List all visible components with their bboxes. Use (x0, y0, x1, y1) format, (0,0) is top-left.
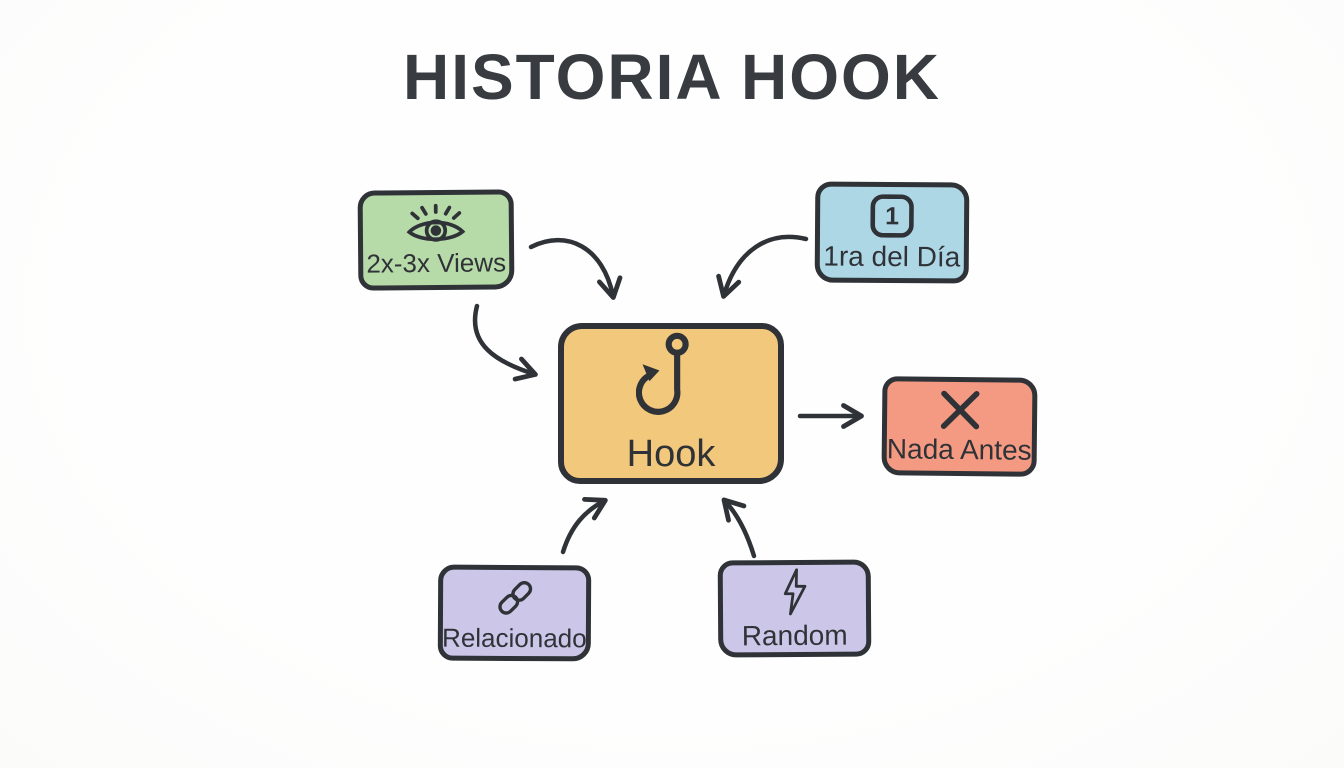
node-first-of-day: 1 1ra del Día (814, 181, 970, 284)
node-views: 2x-3x Views (357, 189, 515, 291)
node-relacionado-label: Relacionado (442, 622, 587, 654)
edge-relacionado-to-hook-arrow (560, 496, 608, 555)
node-nada-antes: Nada Antes (881, 376, 1038, 477)
node-hook-label: Hook (626, 433, 716, 476)
fishing-hook-icon (636, 332, 689, 415)
node-nada-antes-label: Nada Antes (886, 433, 1032, 467)
lightning-bolt-icon (783, 568, 806, 616)
edge-views-to-hook-upper-arrow (528, 237, 623, 300)
node-first-of-day-label: 1ra del Día (823, 240, 961, 273)
number-one-glyph: 1 (885, 204, 899, 231)
x-mark-icon (940, 390, 979, 430)
edge-random-to-hook-arrow (721, 497, 757, 559)
node-views-label: 2x-3x Views (366, 247, 507, 279)
node-random: Random (717, 559, 872, 658)
node-relacionado: Relacionado (437, 564, 592, 662)
page-title: HISTORIA HOOK (402, 41, 942, 113)
eye-icon (406, 203, 466, 242)
edge-first-of-day-to-hook-arrow (716, 234, 809, 299)
edge-views-to-hook-lower-arrow (472, 303, 538, 382)
node-hook: Hook (558, 323, 784, 484)
chain-link-icon (497, 580, 532, 615)
number-one-icon: 1 (870, 194, 914, 238)
node-random-label: Random (741, 619, 848, 651)
